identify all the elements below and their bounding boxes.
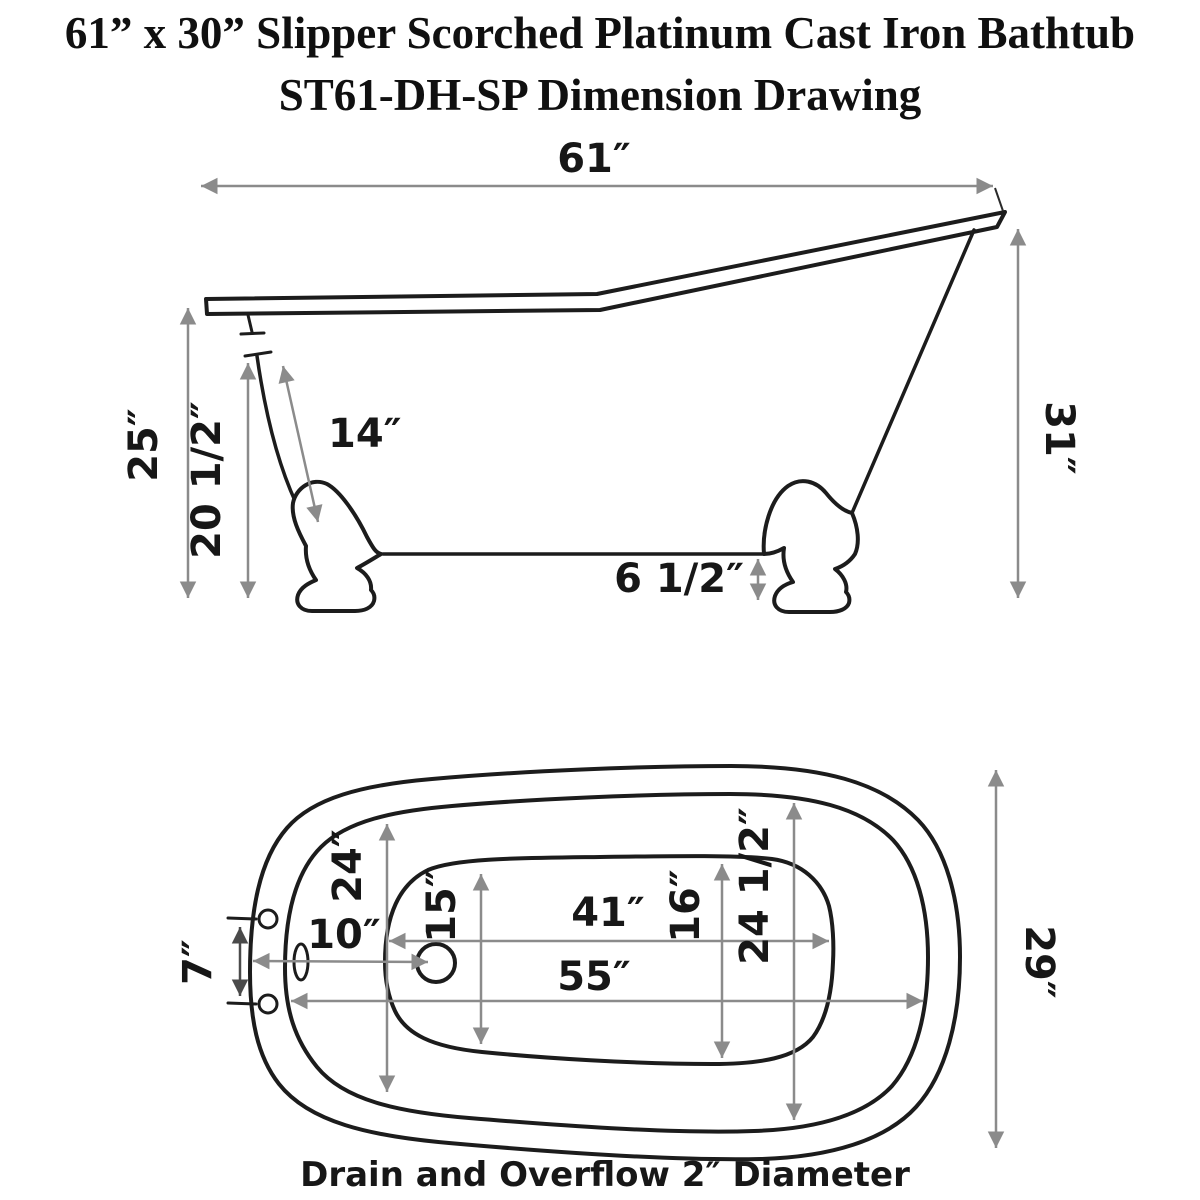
dim-drain-offset: 10″ [252, 912, 429, 971]
page-title-line-1: 61” x 30” Slipper Scorched Platinum Cast… [65, 8, 1135, 58]
left-claw-foot [290, 479, 383, 613]
dim-overall-width: 29″ [987, 770, 1062, 1148]
dim-label-basin-width-head-end: 16″ [663, 869, 709, 943]
page-title-line-2: ST61-DH-SP Dimension Drawing [279, 70, 922, 120]
right-claw-foot [761, 479, 860, 614]
dim-label-overall-length: 61″ [557, 136, 631, 182]
dim-label-basin-width-drain-end: 15″ [419, 869, 465, 943]
overflow-marker [239, 313, 266, 336]
faucet-hole-bottom [257, 993, 279, 1015]
dim-interior-length: 55″ [291, 954, 923, 1010]
dim-floor-to-rim: 20 1/2″ [184, 363, 257, 598]
dim-height-left-end: 25″ [121, 308, 197, 598]
dim-label-drain-offset: 10″ [307, 912, 381, 958]
side-view: 61″ 25″ 20 1/2″ 14″ 6 1/2″ 31″ [121, 136, 1082, 614]
dim-overall-length: 61″ [201, 136, 993, 195]
dim-under-tub-clearance: 6 1/2″ [614, 556, 767, 602]
dim-label-faucet-hole-spacing: 7″ [175, 939, 221, 985]
left-wall-line [255, 354, 298, 505]
dim-label-interior-length: 55″ [557, 954, 631, 1000]
dim-faucet-hole-spacing: 7″ [175, 927, 249, 996]
dim-label-floor-to-rim: 20 1/2″ [184, 401, 230, 559]
dim-basin-floor-length: 41″ [389, 890, 829, 950]
dim-label-overall-width: 29″ [1016, 925, 1062, 999]
dim-slant-wall: 14″ [278, 365, 402, 523]
dim-label-interior-width-head-end: 24 1/2″ [732, 807, 778, 965]
dim-label-basin-floor-length: 41″ [571, 890, 645, 936]
tub-rim-profile [204, 210, 1007, 316]
top-view: 7″ 10″ 24″ 15″ 41″ 55″ 16″ [175, 764, 1062, 1162]
faucet-hole-ticks [226, 916, 258, 1006]
dim-label-height-right-end: 31″ [1036, 401, 1082, 475]
dim-basin-width-drain-end: 15″ [419, 869, 490, 1044]
wall-top-cap [243, 350, 273, 358]
dim-label-interior-width-foot-end: 24″ [325, 829, 371, 903]
dim-label-height-left-end: 25″ [121, 408, 167, 482]
right-wall-line [850, 228, 976, 515]
dim-label-slant-wall: 14″ [328, 411, 402, 457]
drain-overflow-caption: Drain and Overflow 2″ Diameter [300, 1155, 910, 1195]
dim-interior-width-foot-end: 24″ [325, 824, 396, 1092]
faucet-hole-top [257, 908, 279, 930]
dim-interior-width-head-end: 24 1/2″ [732, 803, 803, 1120]
dim-basin-width-head-end: 16″ [663, 864, 731, 1058]
dim-height-right-end: 31″ [1009, 229, 1082, 598]
extension-line [994, 187, 1004, 212]
dim-label-under-tub-clearance: 6 1/2″ [614, 556, 744, 602]
